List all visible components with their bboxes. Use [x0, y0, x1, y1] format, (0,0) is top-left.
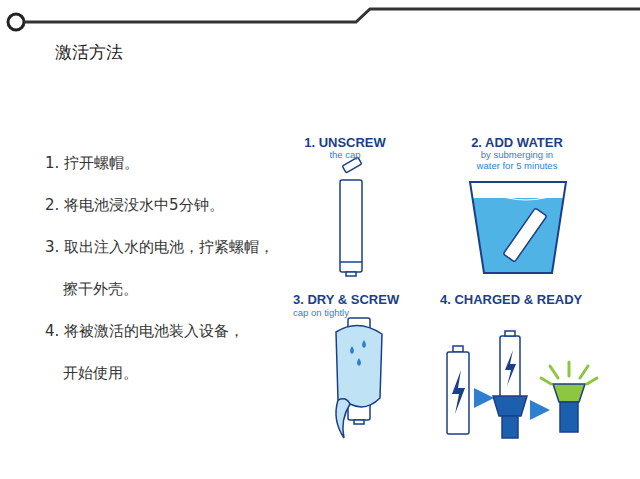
step-note: cap on tightly — [293, 307, 393, 318]
battery-drying — [336, 318, 382, 438]
arrow — [474, 396, 490, 400]
step-text: 3. 取出注入水的电池，拧紧螺帽， 擦干外壳。 — [45, 226, 318, 310]
flashlight-lit — [541, 362, 597, 432]
step-text: 4. 将被激活的电池装入设备， 开始使用。 — [45, 310, 293, 394]
flashlight-loading — [493, 331, 527, 438]
step-note: the cap — [300, 149, 390, 160]
step-heading: 1. UNSCREW — [290, 135, 400, 151]
page-title: 激活方法 — [55, 42, 123, 62]
header-rule — [8, 9, 640, 30]
step-text: 1. 拧开螺帽。 — [45, 142, 318, 184]
step-note: by submerging in water for 5 minutes — [469, 149, 565, 171]
step-heading: 4. CHARGED & READY — [440, 292, 630, 308]
step-heading: 3. DRY & SCREW — [293, 292, 423, 308]
battery-unscrewed — [340, 157, 362, 276]
arrow — [531, 408, 546, 412]
step-heading: 2. ADD WATER — [460, 135, 574, 151]
charged-battery — [447, 346, 469, 434]
water-glass — [470, 182, 566, 273]
step-text: 2. 将电池浸没水中5分钟。 — [45, 184, 318, 226]
